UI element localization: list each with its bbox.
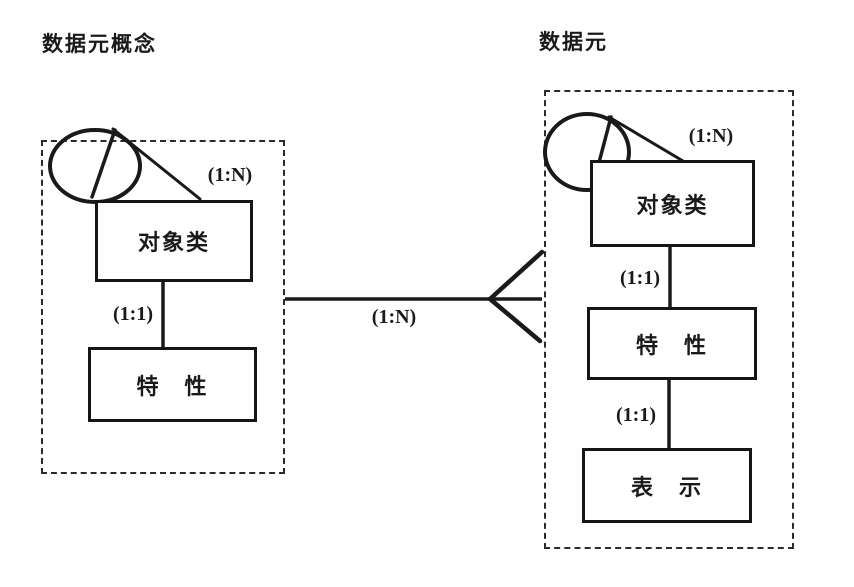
right-recursion-tail-line [607, 115, 685, 163]
left-recursion-slash-icon [90, 128, 117, 199]
left-recursion-cardinality-label: (1:N) [207, 164, 253, 186]
left-property-cardinality-label: (1:1) [113, 303, 153, 325]
left-group-title: 数据元概念 [42, 33, 157, 56]
left-object-class-box: 对象类 [95, 200, 253, 282]
right-property-representation-cardinality-label: (1:1) [616, 404, 656, 426]
right-object-class-box: 对象类 [590, 160, 755, 247]
right-recursion-cardinality-label: (1:N) [688, 125, 734, 147]
right-recursion-circle-icon [543, 112, 631, 192]
right-property-box: 特 性 [587, 307, 757, 380]
data-element-frame [544, 90, 794, 549]
left-recursion-tail-line [111, 127, 202, 201]
right-representation-box: 表 示 [582, 448, 752, 523]
data-element-concept-frame [41, 140, 285, 474]
left-property-box: 特 性 [88, 347, 257, 422]
right-group-title: 数据元 [539, 31, 608, 54]
link-crowfoot-bottom-line [487, 296, 543, 344]
right-property-label: 特 性 [635, 332, 709, 358]
left-property-label: 特 性 [136, 373, 209, 399]
link-crowfoot-top-line [487, 249, 545, 302]
right-object-property-cardinality-label: (1:1) [620, 267, 660, 289]
left-object-class-label: 对象类 [137, 230, 210, 255]
right-representation-label: 表 示 [630, 474, 704, 500]
right-object-class-label: 对象类 [636, 192, 709, 218]
link-cardinality-label: (1:N) [371, 306, 417, 328]
